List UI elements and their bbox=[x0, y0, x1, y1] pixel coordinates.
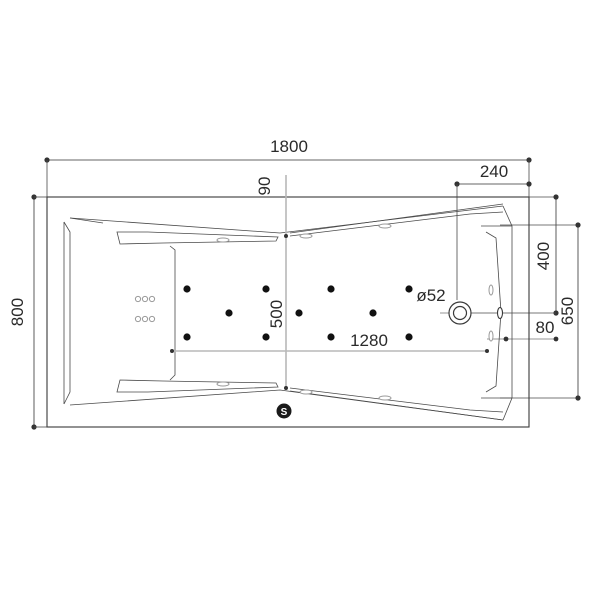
left-end-wall bbox=[63, 221, 71, 405]
guide-dot bbox=[485, 349, 489, 353]
inner-basin-left bbox=[169, 245, 176, 381]
side-jet bbox=[488, 284, 494, 296]
corner-line bbox=[502, 397, 513, 421]
dim-end-dot bbox=[503, 336, 509, 342]
floor-jet bbox=[262, 285, 270, 293]
dim-end-dot bbox=[553, 336, 559, 342]
top-right-edge bbox=[289, 203, 504, 234]
dimension-drain-offset-side: 400 bbox=[470, 194, 559, 316]
floor-jet bbox=[295, 309, 303, 317]
drain-inner-ring bbox=[452, 305, 468, 321]
right-end-wall bbox=[481, 225, 513, 399]
guide-dot bbox=[284, 234, 288, 238]
top-right-step bbox=[289, 211, 504, 237]
guide-dot bbox=[170, 349, 174, 353]
label-240: 240 bbox=[480, 162, 508, 181]
floor-jets bbox=[183, 285, 413, 341]
guide-dot bbox=[284, 386, 288, 390]
dim-end-dot bbox=[575, 395, 581, 401]
label-1800: 1800 bbox=[270, 137, 308, 156]
dimension-jet-spacing-end: 80 bbox=[487, 318, 559, 342]
floor-jet bbox=[327, 285, 335, 293]
side-jets bbox=[216, 223, 504, 401]
side-marker: S bbox=[276, 403, 292, 419]
floor-jet bbox=[405, 285, 413, 293]
label-400: 400 bbox=[534, 242, 553, 270]
bottom-right-edge bbox=[289, 390, 504, 421]
floor-jet bbox=[405, 333, 413, 341]
label-1280: 1280 bbox=[350, 331, 388, 350]
side-jet bbox=[299, 389, 313, 395]
side-marker-label: S bbox=[281, 407, 288, 418]
bathtub-outline bbox=[46, 196, 530, 428]
bottom-right-step bbox=[289, 387, 504, 413]
tub-outer-rim bbox=[46, 196, 530, 428]
bottom-left-step bbox=[116, 379, 279, 393]
corner-line bbox=[502, 205, 513, 227]
back-jet bbox=[134, 295, 142, 303]
centre-guides: 90 500 1280 bbox=[170, 175, 489, 390]
top-wall-edge bbox=[69, 217, 104, 224]
back-jet bbox=[148, 295, 156, 303]
side-jet bbox=[488, 330, 494, 342]
side-jet bbox=[378, 223, 392, 229]
floor-jet bbox=[369, 309, 377, 317]
dim-end-dot bbox=[526, 181, 532, 187]
floor-jet bbox=[183, 285, 191, 293]
dimension-drain-offset-end: 240 bbox=[454, 162, 532, 300]
label-80: 80 bbox=[536, 318, 555, 337]
side-jet bbox=[216, 381, 230, 387]
dim-end-dot bbox=[575, 222, 581, 228]
floor-jet bbox=[225, 309, 233, 317]
back-jet bbox=[141, 315, 149, 323]
top-wall-edge bbox=[69, 205, 504, 234]
top-left-step bbox=[116, 231, 279, 245]
dimension-inner-width-right: 650 bbox=[500, 222, 581, 401]
back-jets bbox=[134, 295, 156, 323]
label-800: 800 bbox=[8, 298, 27, 326]
side-jet bbox=[299, 233, 313, 239]
side-jet bbox=[378, 395, 392, 401]
floor-jet bbox=[262, 333, 270, 341]
dimension-overall-width: 800 bbox=[8, 194, 47, 430]
side-jet bbox=[216, 237, 230, 243]
drain: ø52 bbox=[416, 286, 472, 325]
back-jet bbox=[148, 315, 156, 323]
label-drain-diameter: ø52 bbox=[416, 286, 445, 305]
label-90: 90 bbox=[255, 177, 274, 196]
side-marker-circle bbox=[276, 403, 292, 419]
floor-jet bbox=[327, 333, 335, 341]
dimension-overall-length: 1800 bbox=[44, 137, 532, 197]
floor-jet bbox=[183, 333, 191, 341]
label-650: 650 bbox=[558, 297, 577, 325]
overflow-jet bbox=[496, 306, 504, 320]
dim-end-dot bbox=[553, 194, 559, 200]
back-jet bbox=[134, 315, 142, 323]
label-500: 500 bbox=[267, 300, 286, 328]
back-jet bbox=[141, 295, 149, 303]
